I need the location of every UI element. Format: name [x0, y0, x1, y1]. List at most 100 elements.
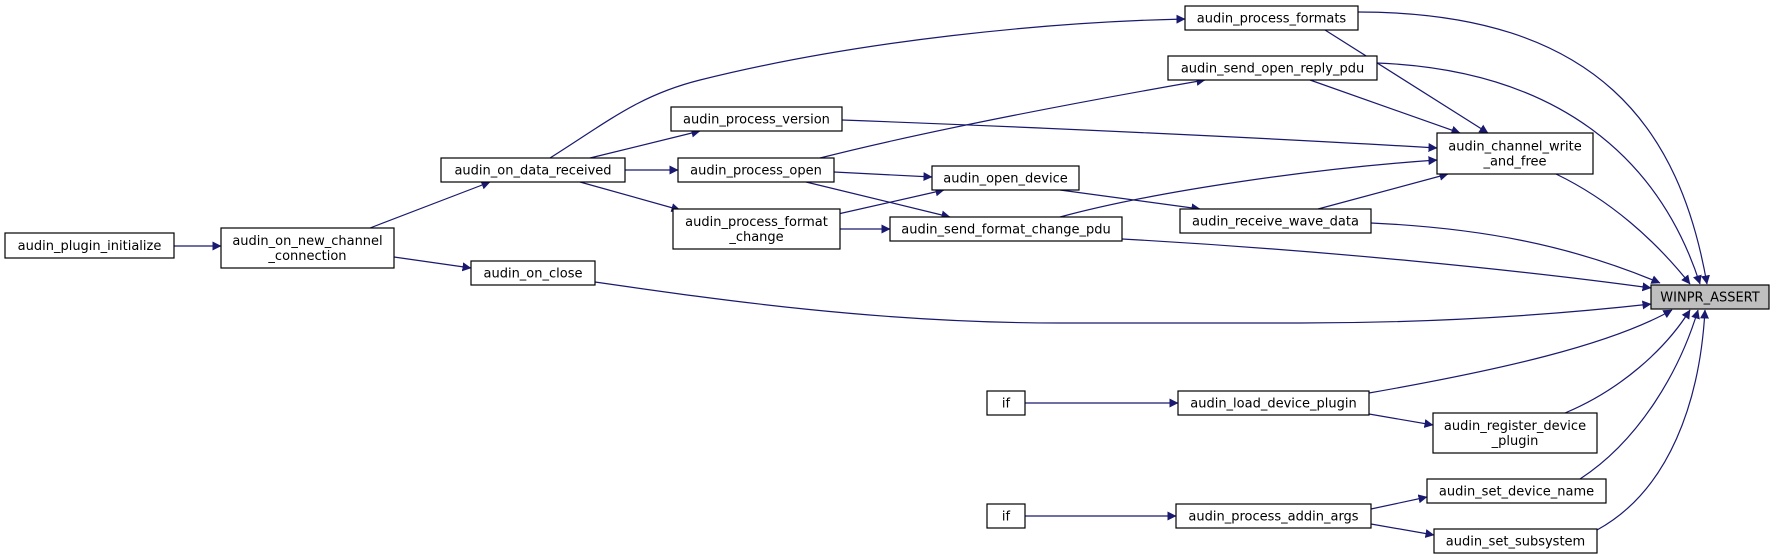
node-label: audin_channel_write — [1448, 140, 1581, 155]
node-label: audin_register_device — [1444, 419, 1586, 434]
node-audin-open-device[interactable]: audin_open_device — [931, 165, 1080, 191]
edge-audin-on-data-received-to-audin-process-version — [589, 128, 701, 159]
node-audin-send-format-change-pdu[interactable]: audin_send_format_change_pdu — [889, 216, 1123, 242]
edge-audin-receive-wave-data-to-winpr-assert — [1370, 222, 1661, 284]
node-audin-plugin-initialize[interactable]: audin_plugin_initialize — [4, 232, 175, 259]
edge-line — [1376, 62, 1702, 285]
node-box[interactable] — [1175, 503, 1372, 529]
edge-line — [1317, 171, 1449, 210]
edge-audin-set-subsystem-to-winpr-assert — [1596, 309, 1710, 531]
node-audin-send-open-reply-pdu[interactable]: audin_send_open_reply_pdu — [1167, 55, 1378, 81]
node-winpr-assert[interactable]: WINPR_ASSERT — [1650, 284, 1770, 310]
edge-line — [1370, 222, 1661, 284]
node-box[interactable] — [440, 157, 626, 183]
edge-audin-process-format-change-to-audin-open-device — [837, 187, 945, 215]
edge-audin-process-open-to-audin-send-format-change-pdu — [805, 181, 951, 220]
node-box[interactable] — [1650, 284, 1770, 310]
node-box[interactable] — [220, 227, 395, 269]
node-box[interactable] — [1436, 132, 1594, 175]
edge-audin-send-format-change-pdu-to-audin-channel-write-and-free — [1059, 156, 1438, 218]
edge-audin-send-format-change-pdu-to-winpr-assert — [1121, 238, 1652, 292]
node-label: audin_process_formats — [1197, 12, 1347, 27]
edge-line — [833, 171, 933, 182]
edge-audin-open-device-to-audin-receive-wave-data — [1059, 189, 1201, 213]
node-audin-set-device-name[interactable]: audin_set_device_name — [1426, 478, 1607, 504]
node-label: audin_plugin_initialize — [18, 239, 162, 254]
edge-audin-register-device-plugin-to-winpr-assert — [1564, 309, 1691, 414]
edge-line — [1121, 238, 1652, 292]
node-box[interactable] — [986, 390, 1026, 416]
edge-audin-set-device-name-to-winpr-assert — [1579, 309, 1700, 480]
node-box[interactable] — [672, 208, 841, 250]
node-label: _plugin — [1491, 434, 1539, 449]
edge-line — [1324, 29, 1489, 134]
edge-line — [589, 128, 701, 159]
node-label: _connection — [267, 249, 346, 264]
node-audin-on-new-channel-connection[interactable]: audin_on_new_channel_connection — [220, 227, 395, 269]
node-box[interactable] — [1184, 5, 1359, 31]
node-box[interactable] — [1167, 55, 1378, 81]
node-audin-set-subsystem[interactable]: audin_set_subsystem — [1433, 528, 1598, 554]
edge-line — [1555, 173, 1691, 285]
node-label: audin_process_format — [685, 215, 828, 230]
node-box[interactable] — [1432, 412, 1598, 454]
node-box[interactable] — [670, 106, 843, 132]
node-audin-process-formats[interactable]: audin_process_formats — [1184, 5, 1359, 31]
node-box[interactable] — [931, 165, 1080, 191]
node-label: _and_free — [1482, 155, 1546, 170]
node-box[interactable] — [1433, 528, 1598, 554]
edge-line — [819, 77, 1206, 159]
node-label: _change — [728, 230, 783, 245]
node-if-1[interactable]: if — [986, 390, 1026, 416]
node-label: if — [1002, 397, 1011, 412]
node-label: audin_send_format_change_pdu — [901, 223, 1111, 238]
edge-audin-load-device-plugin-to-audin-register-device-plugin — [1368, 413, 1434, 428]
edge-line — [805, 181, 951, 220]
edge-audin-channel-write-and-free-to-winpr-assert — [1555, 173, 1691, 285]
node-audin-process-addin-args[interactable]: audin_process_addin_args — [1175, 503, 1372, 529]
node-audin-register-device-plugin[interactable]: audin_register_device_plugin — [1432, 412, 1598, 454]
node-box[interactable] — [677, 157, 835, 183]
node-label: audin_set_subsystem — [1446, 535, 1585, 550]
node-audin-process-open[interactable]: audin_process_open — [677, 157, 835, 183]
node-label: audin_on_data_received — [454, 164, 611, 179]
edge-line — [841, 119, 1438, 152]
edge-audin-process-open-to-audin-open-device — [833, 171, 933, 182]
node-box[interactable] — [470, 260, 596, 286]
node-if-2[interactable]: if — [986, 503, 1026, 529]
node-label: audin_load_device_plugin — [1190, 397, 1357, 412]
node-box[interactable] — [889, 216, 1123, 242]
node-label: audin_process_version — [683, 113, 830, 128]
node-box[interactable] — [4, 232, 175, 259]
edge-line — [1596, 309, 1710, 531]
node-audin-on-data-received[interactable]: audin_on_data_received — [440, 157, 626, 183]
node-audin-process-version[interactable]: audin_process_version — [670, 106, 843, 132]
node-label: audin_receive_wave_data — [1192, 215, 1359, 230]
edge-line — [579, 181, 681, 213]
node-label: audin_send_open_reply_pdu — [1181, 62, 1364, 77]
node-audin-process-format-change[interactable]: audin_process_format_change — [672, 208, 841, 250]
edge-audin-on-new-channel-connection-to-audin-on-close — [393, 256, 472, 272]
edge-line — [1579, 309, 1700, 480]
edge-audin-on-data-received-to-audin-process-format-change — [579, 181, 681, 213]
node-audin-receive-wave-data[interactable]: audin_receive_wave_data — [1179, 208, 1372, 234]
node-box[interactable] — [1179, 208, 1372, 234]
node-audin-on-close[interactable]: audin_on_close — [470, 260, 596, 286]
edge-audin-load-device-plugin-to-winpr-assert — [1368, 309, 1673, 394]
node-box[interactable] — [1426, 478, 1607, 504]
edge-line — [1059, 189, 1201, 213]
node-label: audin_open_device — [943, 172, 1067, 187]
edge-audin-send-open-reply-pdu-to-winpr-assert — [1376, 62, 1702, 285]
node-audin-channel-write-and-free[interactable]: audin_channel_write_and_free — [1436, 132, 1594, 175]
node-audin-load-device-plugin[interactable]: audin_load_device_plugin — [1177, 390, 1370, 416]
node-label: audin_on_close — [484, 267, 583, 282]
edge-line — [837, 187, 945, 215]
edge-line — [1309, 79, 1461, 135]
edge-audin-receive-wave-data-to-audin-channel-write-and-free — [1317, 171, 1449, 210]
node-box[interactable] — [1177, 390, 1370, 416]
node-box[interactable] — [986, 503, 1026, 529]
edges-layer — [174, 11, 1710, 538]
node-label: audin_process_open — [690, 164, 822, 179]
nodes-layer: WINPR_ASSERT audin_process_formats audin_s… — [4, 5, 1770, 554]
